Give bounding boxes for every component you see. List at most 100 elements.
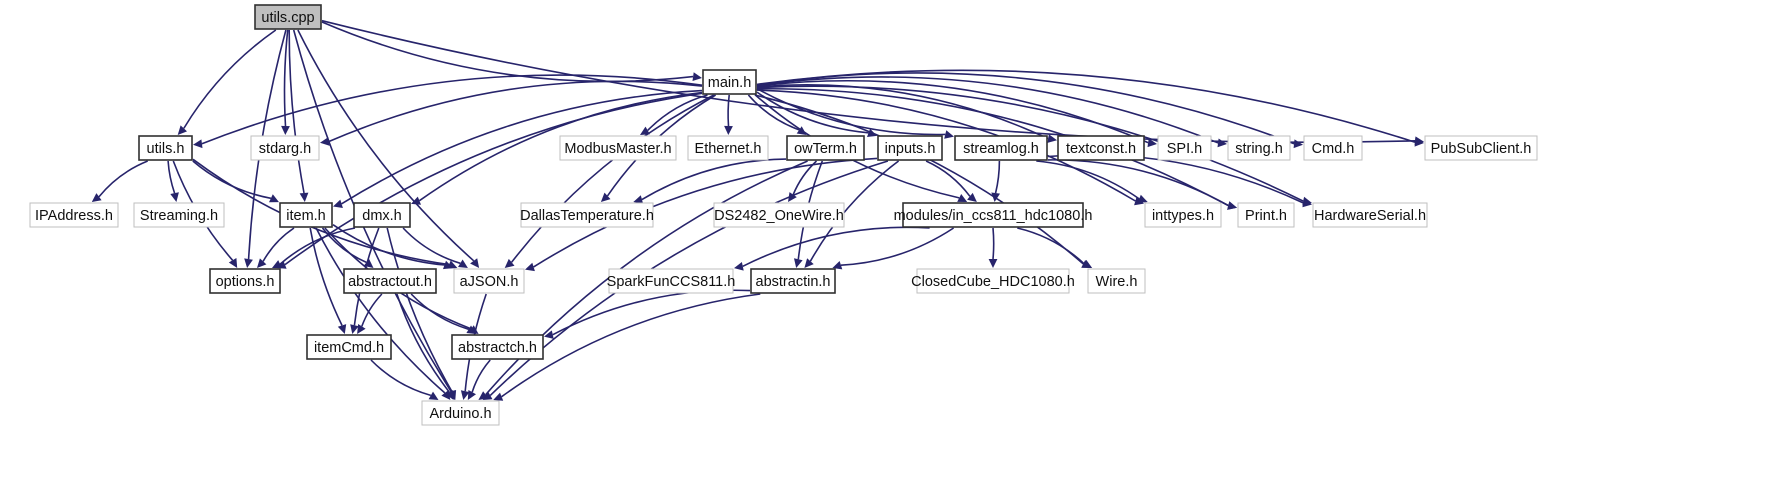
arrowhead-icon bbox=[1217, 138, 1227, 148]
edge-utils_cpp-to-main_h bbox=[321, 21, 702, 83]
graph-node-sparkfunccs811_h[interactable]: SparkFunCCS811.h bbox=[607, 268, 736, 294]
graph-node-ajson_h[interactable]: aJSON.h bbox=[453, 268, 525, 294]
graph-node-cmd_h[interactable]: Cmd.h bbox=[1303, 135, 1363, 161]
graph-node-closedcube_hdc1080_h[interactable]: ClosedCube_HDC1080.h bbox=[911, 268, 1075, 294]
node-box-options_h[interactable] bbox=[209, 268, 281, 294]
node-label-ds2482_onewire_h: DS2482_OneWire.h bbox=[714, 208, 844, 224]
graph-node-spi_h[interactable]: SPI.h bbox=[1157, 135, 1212, 161]
node-box-main_h[interactable] bbox=[702, 69, 757, 95]
graph-node-string_h[interactable]: string.h bbox=[1227, 135, 1291, 161]
node-label-itemcmd_h: itemCmd.h bbox=[314, 340, 384, 356]
arrowhead-icon bbox=[640, 126, 650, 135]
edge-dmx_h-to-ajson_h bbox=[402, 227, 468, 268]
graph-node-item_h[interactable]: item.h bbox=[279, 202, 333, 228]
node-box-cmd_h[interactable] bbox=[1303, 135, 1363, 161]
node-box-inttypes_h[interactable] bbox=[1144, 202, 1222, 228]
arrowhead-icon bbox=[443, 260, 453, 270]
arrowhead-icon bbox=[272, 260, 282, 269]
arrowhead-icon bbox=[170, 192, 179, 202]
graph-node-streamlog_h[interactable]: streamlog.h bbox=[954, 135, 1048, 161]
arrowhead-icon bbox=[832, 261, 843, 270]
graph-node-utils_h[interactable]: utils.h bbox=[138, 135, 193, 161]
edge-utils_cpp-to-utils_h bbox=[177, 29, 277, 135]
graph-node-abstractin_h[interactable]: abstractin.h bbox=[750, 268, 836, 294]
node-box-ajson_h[interactable] bbox=[453, 268, 525, 294]
node-box-abstractout_h[interactable] bbox=[343, 268, 437, 294]
graph-node-main_h[interactable]: main.h bbox=[702, 69, 757, 95]
node-label-owterm_h: owTerm.h bbox=[794, 141, 857, 157]
edge-inputs_h-to-in_ccs811_hdc1080_h bbox=[925, 160, 977, 202]
node-box-owterm_h[interactable] bbox=[786, 135, 865, 161]
edge-streamlog_h-to-in_ccs811_hdc1080_h bbox=[991, 160, 1001, 202]
graph-node-options_h[interactable]: options.h bbox=[209, 268, 281, 294]
arrowhead-icon bbox=[177, 125, 187, 135]
graph-node-ds2482_onewire_h[interactable]: DS2482_OneWire.h bbox=[713, 202, 845, 228]
node-box-spi_h[interactable] bbox=[1157, 135, 1212, 161]
graph-node-ethernet_h[interactable]: Ethernet.h bbox=[687, 135, 769, 161]
node-box-dmx_h[interactable] bbox=[353, 202, 411, 228]
node-label-spi_h: SPI.h bbox=[1167, 141, 1202, 157]
node-box-dallastemperature_h[interactable] bbox=[520, 202, 654, 228]
graph-node-stdarg_h[interactable]: stdarg.h bbox=[250, 135, 320, 161]
node-box-abstractin_h[interactable] bbox=[750, 268, 836, 294]
node-box-pubsubclient_h[interactable] bbox=[1424, 135, 1538, 161]
edge-item_h-to-arduino_h bbox=[315, 227, 451, 400]
node-box-ds2482_onewire_h[interactable] bbox=[713, 202, 845, 228]
graph-node-streaming_h[interactable]: Streaming.h bbox=[133, 202, 225, 228]
node-box-in_ccs811_hdc1080_h[interactable] bbox=[902, 202, 1084, 228]
arrowhead-icon bbox=[1047, 134, 1057, 143]
graph-node-arduino_h[interactable]: Arduino.h bbox=[421, 400, 500, 426]
graph-node-in_ccs811_hdc1080_h[interactable]: modules/in_ccs811_hdc1080.h bbox=[894, 202, 1093, 228]
edge-abstractout_h-to-abstractch_h bbox=[410, 293, 477, 334]
edge-abstractin_h-to-abstractch_h bbox=[544, 289, 751, 339]
graph-node-owterm_h[interactable]: owTerm.h bbox=[786, 135, 865, 161]
edge-item_h-to-options_h bbox=[257, 227, 295, 268]
node-box-utils_cpp[interactable] bbox=[254, 4, 322, 30]
arrowhead-icon bbox=[1137, 194, 1148, 203]
graph-node-inputs_h[interactable]: inputs.h bbox=[877, 135, 943, 161]
node-box-print_h[interactable] bbox=[1237, 202, 1295, 228]
node-box-streamlog_h[interactable] bbox=[954, 135, 1048, 161]
node-box-closedcube_hdc1080_h[interactable] bbox=[916, 268, 1070, 294]
node-box-string_h[interactable] bbox=[1227, 135, 1291, 161]
node-box-textconst_h[interactable] bbox=[1057, 135, 1145, 161]
graph-node-dallastemperature_h[interactable]: DallasTemperature.h bbox=[520, 202, 654, 228]
graph-node-abstractout_h[interactable]: abstractout.h bbox=[343, 268, 437, 294]
node-box-item_h[interactable] bbox=[279, 202, 333, 228]
graph-node-ipaddress_h[interactable]: IPAddress.h bbox=[29, 202, 119, 228]
graph-node-modbusmaster_h[interactable]: ModbusMaster.h bbox=[559, 135, 677, 161]
edge-inputs_h-to-abstractin_h bbox=[804, 160, 900, 268]
node-box-streaming_h[interactable] bbox=[133, 202, 225, 228]
arrowhead-icon bbox=[794, 258, 803, 268]
edge-main_h-to-options_h bbox=[276, 92, 703, 269]
node-label-options_h: options.h bbox=[216, 274, 275, 290]
node-box-wire_h[interactable] bbox=[1087, 268, 1146, 294]
node-box-utils_h[interactable] bbox=[138, 135, 193, 161]
node-box-abstractch_h[interactable] bbox=[451, 334, 544, 360]
graph-node-inttypes_h[interactable]: inttypes.h bbox=[1144, 202, 1222, 228]
graph-node-utils_cpp[interactable]: utils.cpp bbox=[254, 4, 322, 30]
node-box-ipaddress_h[interactable] bbox=[29, 202, 119, 228]
graph-node-textconst_h[interactable]: textconst.h bbox=[1057, 135, 1145, 161]
node-box-arduino_h[interactable] bbox=[421, 400, 500, 426]
arrowhead-icon bbox=[337, 324, 347, 334]
arrowhead-icon bbox=[493, 392, 504, 401]
node-box-inputs_h[interactable] bbox=[877, 135, 943, 161]
graph-node-hardwareserial_h[interactable]: HardwareSerial.h bbox=[1312, 202, 1428, 228]
edge-main_h-to-textconst_h bbox=[756, 84, 1057, 143]
graph-node-wire_h[interactable]: Wire.h bbox=[1087, 268, 1146, 294]
node-box-sparkfunccs811_h[interactable] bbox=[608, 268, 734, 294]
node-box-stdarg_h[interactable] bbox=[250, 135, 320, 161]
graph-node-pubsubclient_h[interactable]: PubSubClient.h bbox=[1424, 135, 1538, 161]
edge-dmx_h-to-options_h bbox=[272, 227, 356, 269]
graph-node-itemcmd_h[interactable]: itemCmd.h bbox=[306, 334, 392, 360]
arrowhead-icon bbox=[91, 193, 102, 202]
node-box-ethernet_h[interactable] bbox=[687, 135, 769, 161]
node-box-hardwareserial_h[interactable] bbox=[1312, 202, 1428, 228]
node-box-modbusmaster_h[interactable] bbox=[559, 135, 677, 161]
graph-node-abstractch_h[interactable]: abstractch.h bbox=[451, 334, 544, 360]
graph-node-print_h[interactable]: Print.h bbox=[1237, 202, 1295, 228]
arrowhead-icon bbox=[281, 125, 290, 135]
graph-node-dmx_h[interactable]: dmx.h bbox=[353, 202, 411, 228]
node-box-itemcmd_h[interactable] bbox=[306, 334, 392, 360]
